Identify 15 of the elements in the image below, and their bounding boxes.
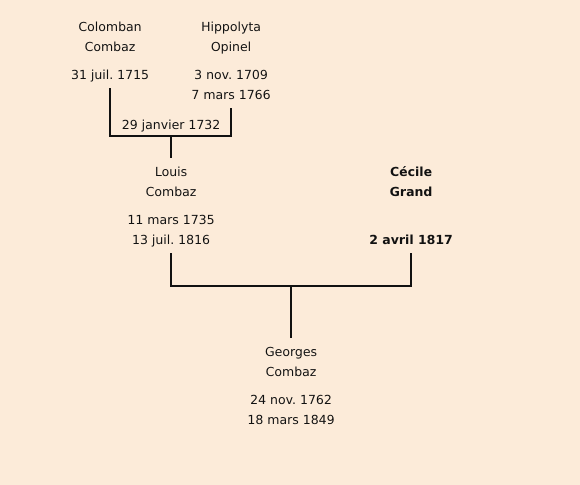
person-name: Louis Combaz [146,163,196,201]
family-line [290,253,412,338]
date-text: 11 mars 1735 [127,211,215,229]
date-text: 31 juil. 1715 [71,66,149,84]
person-name: Hippolyta Opinel [201,18,261,56]
date-text: 13 juil. 1816 [132,231,210,249]
person-name: Colomban Combaz [78,18,142,56]
date-text: 7 mars 1766 [191,86,271,104]
person-name: Georges Combaz [264,343,318,381]
date-text: 2 avril 1817 [369,231,453,249]
date-text: 24 nov. 1762 [250,391,332,409]
person-name: Cécile Grand [390,163,432,201]
family-line [170,108,232,158]
date-text: 3 nov. 1709 [194,66,268,84]
date-text: 18 mars 1849 [247,411,335,429]
